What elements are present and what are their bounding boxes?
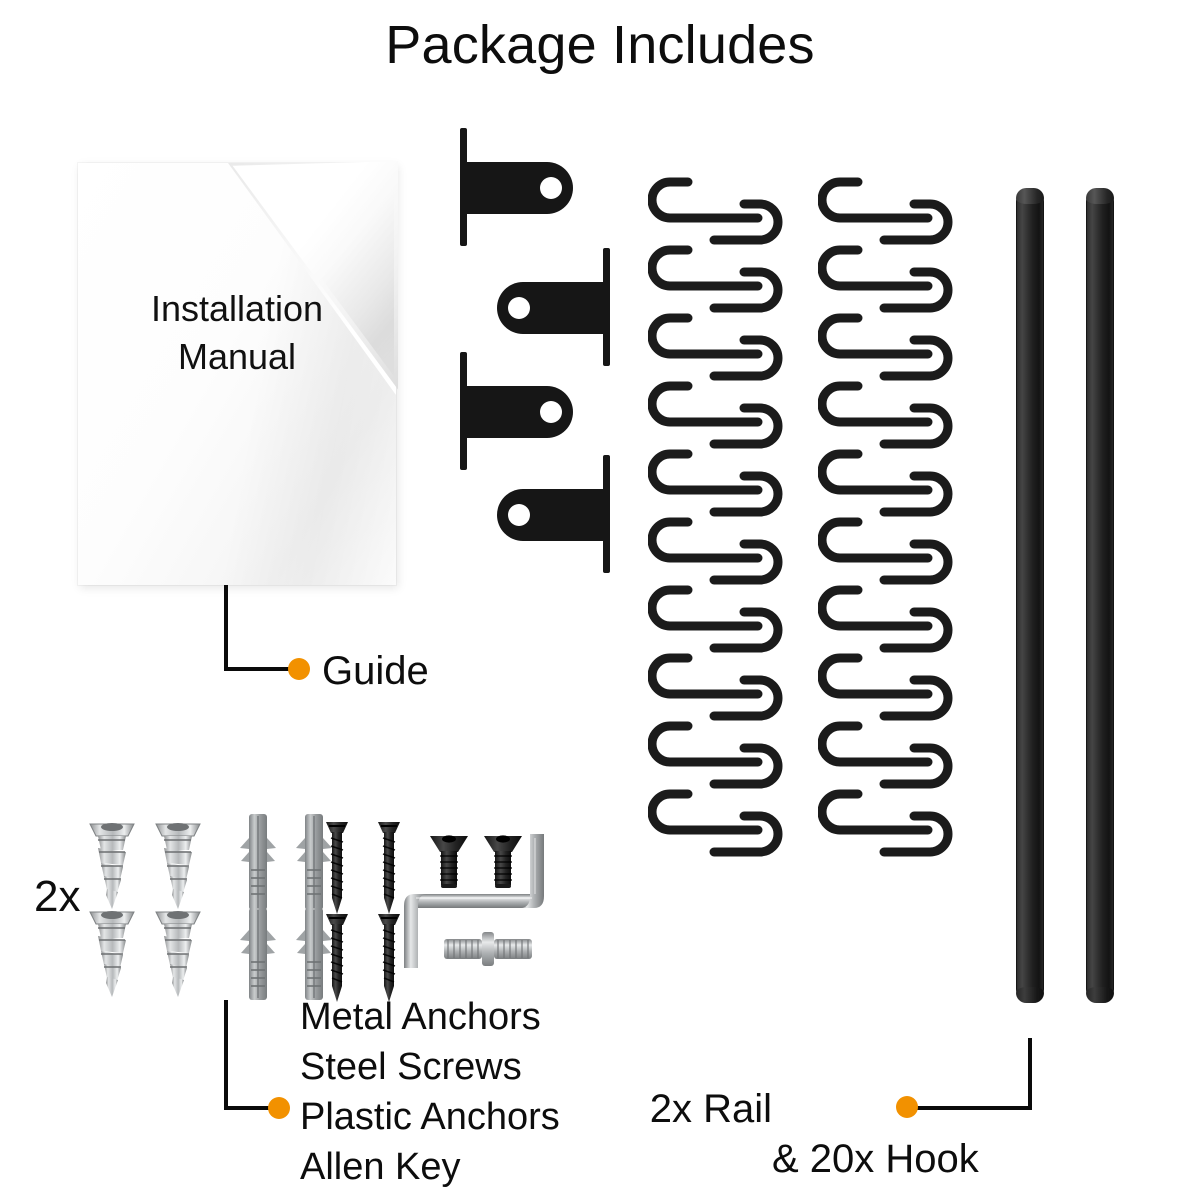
hardware-label-allen-key: Allen Key bbox=[300, 1146, 461, 1188]
mounting-bracket bbox=[460, 352, 600, 470]
hardware-label-plastic-anchors: Plastic Anchors bbox=[300, 1096, 560, 1138]
plastic-anchor bbox=[238, 812, 278, 912]
s-hook bbox=[648, 784, 798, 857]
s-hook-column-right bbox=[818, 172, 968, 862]
hardware-label-steel-screws: Steel Screws bbox=[300, 1046, 522, 1088]
steel-screw bbox=[374, 910, 404, 1010]
s-hook bbox=[648, 172, 798, 245]
s-hook bbox=[648, 240, 798, 313]
steel-screw bbox=[322, 910, 352, 1010]
rail-callout-dot bbox=[896, 1096, 918, 1118]
s-hook bbox=[648, 376, 798, 449]
steel-screw bbox=[374, 818, 404, 918]
metal-anchor bbox=[152, 818, 204, 912]
s-hook bbox=[648, 580, 798, 653]
rail-leader-vertical bbox=[1028, 1038, 1032, 1110]
metal-anchor bbox=[86, 818, 138, 912]
hardware-multiplier-label: 2x bbox=[34, 872, 81, 921]
steel-screw bbox=[322, 818, 352, 918]
bracket-screw-hole bbox=[540, 177, 562, 199]
s-hook bbox=[818, 172, 968, 245]
manual-title-text: Installation Manual bbox=[78, 285, 396, 380]
s-hook bbox=[648, 512, 798, 585]
threaded-stud bbox=[438, 926, 538, 972]
metal-anchor bbox=[152, 906, 204, 1000]
hardware-leader-vertical bbox=[224, 1000, 228, 1110]
s-hook bbox=[818, 716, 968, 789]
s-hook bbox=[818, 308, 968, 381]
hardware-label-metal-anchors: Metal Anchors bbox=[300, 996, 541, 1038]
mounting-bracket bbox=[470, 455, 610, 573]
manual-title-line1: Installation bbox=[150, 288, 324, 329]
s-hook bbox=[818, 240, 968, 313]
bracket-screw-hole bbox=[508, 504, 530, 526]
s-hook bbox=[818, 512, 968, 585]
mounting-bracket bbox=[460, 128, 600, 246]
plastic-anchor bbox=[294, 906, 334, 1006]
rail-bar bbox=[1086, 188, 1114, 1003]
bracket-backplate bbox=[603, 455, 610, 573]
s-hook bbox=[818, 444, 968, 517]
bracket-screw-hole bbox=[540, 401, 562, 423]
plastic-anchor bbox=[294, 812, 334, 912]
rail-leader-horizontal bbox=[912, 1106, 1032, 1110]
s-hook bbox=[648, 716, 798, 789]
manual-title-line2: Manual bbox=[177, 335, 297, 377]
installation-manual-sheet: Installation Manual bbox=[78, 161, 398, 585]
allen-key bbox=[396, 820, 556, 980]
bracket-backplate bbox=[603, 248, 610, 366]
bracket-screw-hole bbox=[508, 297, 530, 319]
s-hook bbox=[818, 580, 968, 653]
black-bolt bbox=[428, 832, 470, 894]
hardware-leader-horizontal bbox=[224, 1106, 272, 1110]
plastic-anchor bbox=[238, 906, 278, 1006]
mounting-bracket bbox=[470, 248, 610, 366]
s-hook-column-left bbox=[648, 172, 798, 862]
bracket-backplate bbox=[460, 352, 467, 470]
s-hook bbox=[648, 648, 798, 721]
s-hook bbox=[648, 444, 798, 517]
page-title: Package Includes bbox=[385, 15, 815, 75]
rail-callout-label-line2: & 20x Hook bbox=[772, 1136, 979, 1182]
black-bolt bbox=[482, 832, 524, 894]
guide-leader-horizontal bbox=[224, 667, 292, 671]
guide-callout-label: Guide bbox=[322, 649, 429, 693]
guide-leader-vertical bbox=[224, 585, 228, 671]
rail-callout-label-line1: 2x Rail bbox=[649, 1087, 772, 1131]
s-hook bbox=[818, 648, 968, 721]
s-hook bbox=[818, 784, 968, 857]
rail-callout-line2-text: & 20x Hook bbox=[772, 1137, 979, 1181]
rail-bar bbox=[1016, 188, 1044, 1003]
bracket-backplate bbox=[460, 128, 467, 246]
s-hook bbox=[818, 376, 968, 449]
hardware-callout-dot bbox=[268, 1097, 290, 1119]
metal-anchor bbox=[86, 906, 138, 1000]
s-hook bbox=[648, 308, 798, 381]
guide-callout-dot bbox=[288, 658, 310, 680]
